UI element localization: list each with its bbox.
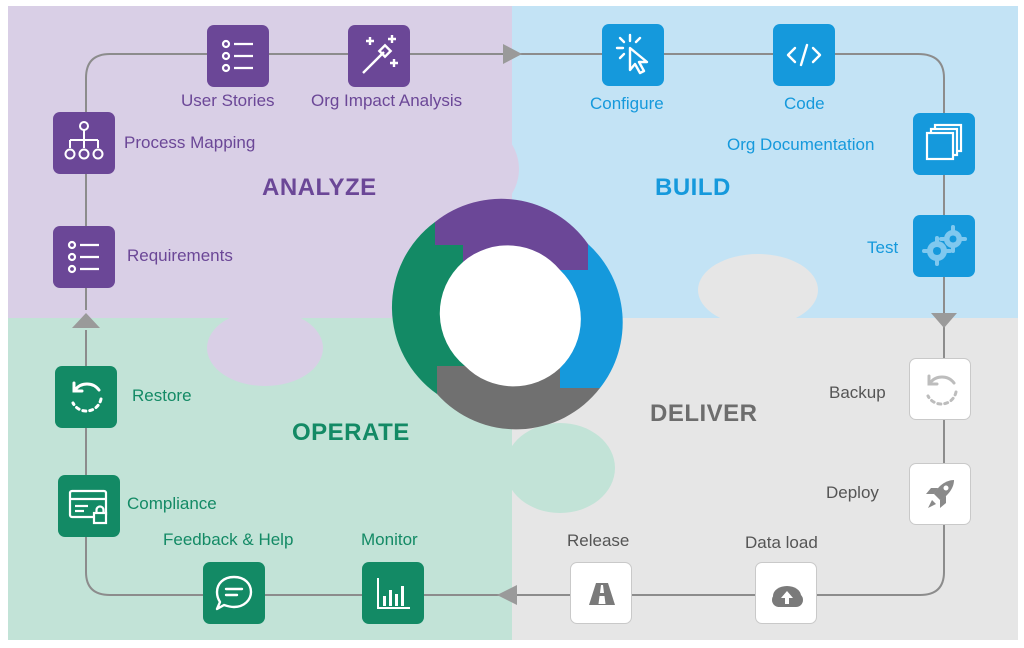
build-title: BUILD	[655, 174, 731, 201]
backup-tile[interactable]	[909, 358, 971, 420]
gears-icon	[922, 225, 967, 266]
monitor-tile[interactable]	[362, 562, 424, 624]
compliance-label: Compliance	[127, 494, 217, 513]
deploy-label: Deploy	[826, 483, 879, 502]
list-icon	[221, 39, 253, 73]
configure-tile[interactable]	[602, 24, 664, 86]
feedback-help-tile[interactable]	[203, 562, 265, 624]
org-documentation-tile[interactable]	[913, 113, 975, 175]
bar-chart-icon	[377, 578, 410, 609]
code-label: Code	[784, 94, 825, 113]
org-impact-analysis-label: Org Impact Analysis	[311, 91, 463, 110]
analyze-title: ANALYZE	[262, 174, 377, 201]
user-stories-label: User Stories	[181, 91, 275, 110]
release-label: Release	[567, 531, 630, 550]
cloud-upload-icon	[772, 586, 803, 607]
arrow-up	[72, 313, 100, 328]
arrow-right	[503, 44, 522, 64]
feedback-help-label: Feedback & Help	[163, 530, 294, 549]
deploy-tile[interactable]	[909, 463, 971, 525]
data-load-tile[interactable]	[755, 562, 817, 624]
refresh-icon	[71, 381, 103, 413]
chat-icon	[215, 575, 253, 611]
operate-title: OPERATE	[292, 419, 410, 446]
arrow-down	[931, 313, 957, 328]
test-tile[interactable]	[913, 215, 975, 277]
restore-tile[interactable]	[55, 366, 117, 428]
data-load-label: Data load	[745, 533, 818, 552]
puzzle-tab-analyze-right	[411, 119, 519, 219]
process-mapping-tile[interactable]	[53, 112, 115, 174]
ring-segment-deliver	[437, 366, 600, 430]
restore-label: Restore	[132, 386, 192, 405]
documents-icon	[925, 123, 963, 161]
configure-label: Configure	[590, 94, 664, 113]
rocket-icon	[926, 480, 954, 508]
test-label: Test	[867, 238, 899, 257]
center-cycle-ring	[391, 198, 623, 430]
monitor-label: Monitor	[361, 530, 418, 549]
puzzle-tab-analyze-down	[207, 310, 323, 386]
ring-segment-build	[560, 244, 623, 388]
code-tile[interactable]	[773, 24, 835, 86]
process-mapping-label: Process Mapping	[124, 133, 256, 152]
requirements-tile[interactable]	[53, 226, 115, 288]
refresh-icon	[926, 374, 958, 406]
user-stories-tile[interactable]	[207, 25, 269, 87]
org-documentation-label: Org Documentation	[727, 135, 875, 154]
deliver-title: DELIVER	[650, 400, 758, 427]
backup-label: Backup	[829, 383, 886, 402]
magic-wand-icon	[362, 35, 398, 74]
puzzle-tab-deliver-up	[698, 254, 818, 326]
locked-card-icon	[68, 489, 108, 525]
compliance-tile[interactable]	[58, 475, 120, 537]
requirements-label: Requirements	[127, 246, 233, 265]
hierarchy-icon	[64, 121, 104, 160]
arrow-left	[497, 585, 517, 605]
road-icon	[589, 583, 615, 605]
code-icon	[786, 43, 822, 67]
org-impact-analysis-tile[interactable]	[348, 25, 410, 87]
puzzle-tab-operate-right	[505, 423, 615, 513]
ring-segment-analyze	[435, 198, 588, 270]
release-tile[interactable]	[570, 562, 632, 624]
ring-segment-operate	[391, 222, 465, 394]
cursor-click-icon	[615, 33, 649, 75]
list-icon	[67, 240, 99, 274]
